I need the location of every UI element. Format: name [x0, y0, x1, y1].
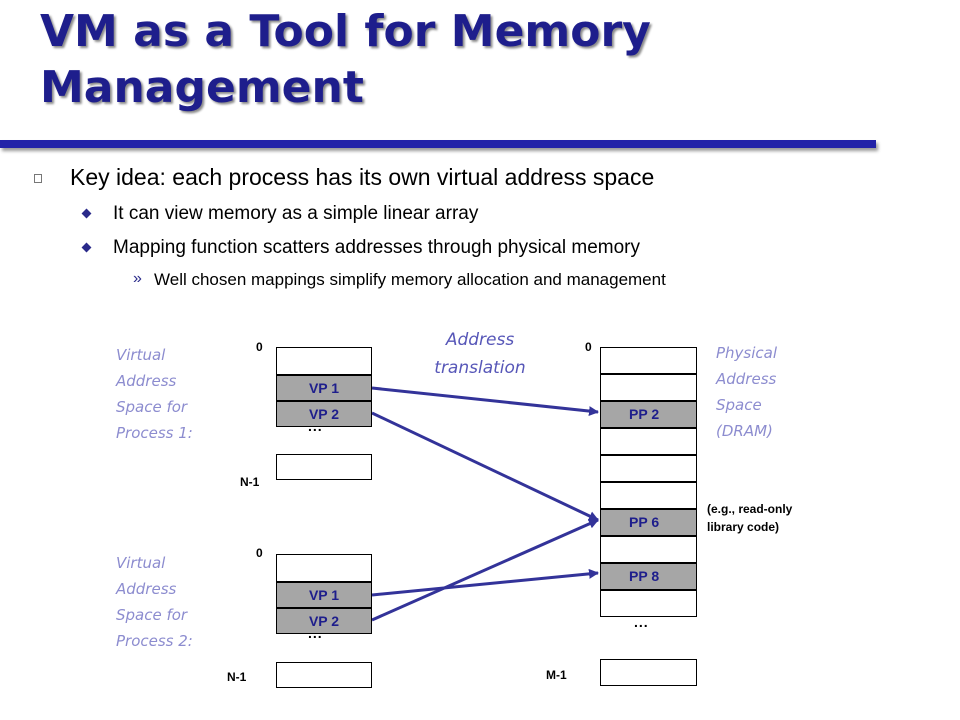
phys-m-minus-1-label: M-1 — [546, 668, 567, 682]
p1-cell-empty — [276, 347, 372, 375]
p1-cell-last — [276, 454, 372, 480]
physical-line4: (DRAM) — [716, 422, 773, 440]
arrow-p1-vp1-to-pp2 — [371, 386, 599, 417]
phys-cell — [600, 536, 697, 563]
title-underline — [0, 140, 876, 148]
vas1-line2: Address — [116, 372, 177, 390]
address-translation-label: Address translation — [420, 326, 540, 382]
phys-cell — [600, 482, 697, 509]
phys-pp8-cell: PP 8 — [600, 563, 697, 590]
arrow-p2-vp1-to-pp8 — [371, 568, 599, 597]
slide-title-line1: VM as a Tool for Memory — [40, 6, 651, 57]
physical-line3: Space — [716, 396, 762, 414]
p2-cell-last — [276, 662, 372, 688]
address-translation-line1: Address — [445, 330, 515, 350]
arrow-p2-vp2-to-pp6 — [371, 518, 599, 622]
slide-title: VM as a Tool for Memory Management — [40, 4, 651, 116]
vas2-label: Virtual Address Space for Process 2: — [116, 550, 193, 654]
phys-zero-label: 0 — [585, 340, 592, 354]
physical-label: Physical Address Space (DRAM) — [716, 340, 777, 444]
shared-page-note-line1: (e.g., read-only — [707, 502, 793, 516]
p2-ellipsis: ... — [308, 625, 323, 641]
p1-vp2-cell: VP 2 — [276, 401, 372, 427]
phys-cell-last — [600, 659, 697, 686]
p1-n-minus-1-label: N-1 — [240, 475, 260, 489]
physical-line2: Address — [716, 370, 777, 388]
shared-page-note: (e.g., read-only library code) — [707, 500, 792, 536]
vas2-line3: Space for — [116, 606, 188, 624]
phys-cell — [600, 455, 697, 482]
vas1-label: Virtual Address Space for Process 1: — [116, 342, 193, 446]
address-translation-line2: translation — [434, 358, 526, 378]
p2-n-minus-1-label: N-1 — [227, 670, 247, 684]
phys-cell — [600, 590, 697, 617]
p2-cell-empty — [276, 554, 372, 582]
p2-zero-label: 0 — [256, 546, 263, 560]
physical-line1: Physical — [716, 344, 778, 362]
bullet-box-icon — [34, 174, 42, 183]
p1-ellipsis: ... — [308, 418, 323, 434]
p2-vp2-cell: VP 2 — [276, 608, 372, 634]
p2-vp1-cell: VP 1 — [276, 582, 372, 608]
vas2-line4: Process 2: — [116, 632, 193, 650]
bullet-sub-2: Mapping function scatters addresses thro… — [113, 237, 640, 258]
slide-title-line2: Management — [40, 62, 364, 113]
p1-zero-label: 0 — [256, 340, 263, 354]
p1-vp1-cell: VP 1 — [276, 375, 372, 401]
phys-cell — [600, 347, 697, 374]
bullet-main: Key idea: each process has its own virtu… — [70, 164, 655, 190]
vas2-line2: Address — [116, 580, 177, 598]
vas1-line1: Virtual — [116, 346, 166, 364]
vas1-line4: Process 1: — [116, 424, 193, 442]
raquo-bullet-icon: » — [133, 270, 142, 287]
phys-pp6-cell: PP 6 — [600, 509, 697, 536]
bullet-sub-1: It can view memory as a simple linear ar… — [113, 203, 479, 224]
phys-pp2-cell: PP 2 — [600, 401, 697, 428]
vas2-line1: Virtual — [116, 554, 166, 572]
phys-cell — [600, 428, 697, 455]
bullet-subsub-1: Well chosen mappings simplify memory all… — [154, 270, 666, 289]
arrow-p1-vp2-to-pp6 — [371, 411, 599, 522]
phys-cell — [600, 374, 697, 401]
vas1-line3: Space for — [116, 398, 188, 416]
shared-page-note-line2: library code) — [707, 520, 780, 534]
phys-ellipsis: ... — [634, 614, 649, 630]
